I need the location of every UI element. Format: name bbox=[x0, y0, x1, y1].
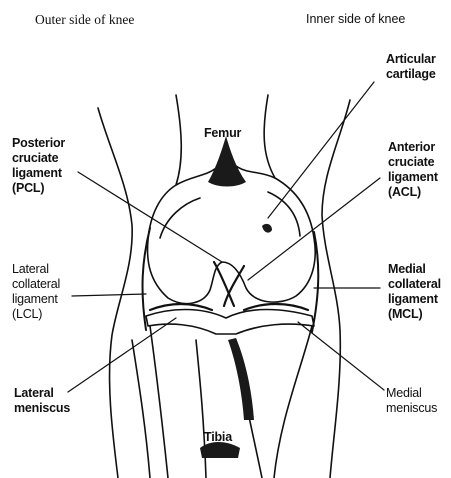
leg-outline-left bbox=[98, 108, 132, 478]
pcl-label: Posterior cruciate ligament (PCL) bbox=[12, 136, 65, 196]
leader-lateral-meniscus bbox=[68, 318, 176, 392]
medial-meniscus-label: Medial meniscus bbox=[386, 386, 437, 416]
articular-cartilage-label: Articular cartilage bbox=[386, 52, 436, 82]
leader-articular bbox=[268, 82, 374, 218]
femur-label: Femur bbox=[204, 126, 241, 141]
inner-side-header: Inner side of knee bbox=[306, 12, 405, 26]
lcl-label: Lateral collateral ligament (LCL) bbox=[12, 262, 60, 322]
cartilage-line bbox=[160, 198, 200, 238]
pcl-band bbox=[214, 262, 234, 306]
lateral-meniscus-label: Lateral meniscus bbox=[14, 386, 70, 416]
leader-lcl bbox=[72, 294, 146, 296]
femur-shaft-left bbox=[176, 95, 181, 185]
femur-notch-shadow bbox=[208, 136, 246, 187]
mcl-label: Medial collateral ligament (MCL) bbox=[388, 262, 441, 322]
cartilage-spot bbox=[262, 224, 272, 233]
tibia-shaft-right bbox=[274, 326, 312, 478]
leg-outline-right bbox=[322, 100, 350, 478]
acl-band bbox=[224, 266, 244, 306]
tibia-shadow bbox=[228, 338, 254, 420]
fibula-line bbox=[132, 340, 150, 478]
leader-medial-meniscus bbox=[298, 322, 384, 390]
femur-shaft-right bbox=[264, 95, 275, 178]
acl-label: Anterior cruciate ligament (ACL) bbox=[388, 140, 438, 200]
cartilage-line-right bbox=[268, 192, 300, 236]
tibia-shaft-left bbox=[150, 326, 168, 478]
tibia-label: Tibia bbox=[204, 430, 232, 445]
outer-side-header: Outer side of knee bbox=[35, 12, 134, 28]
leader-pcl bbox=[78, 172, 222, 262]
